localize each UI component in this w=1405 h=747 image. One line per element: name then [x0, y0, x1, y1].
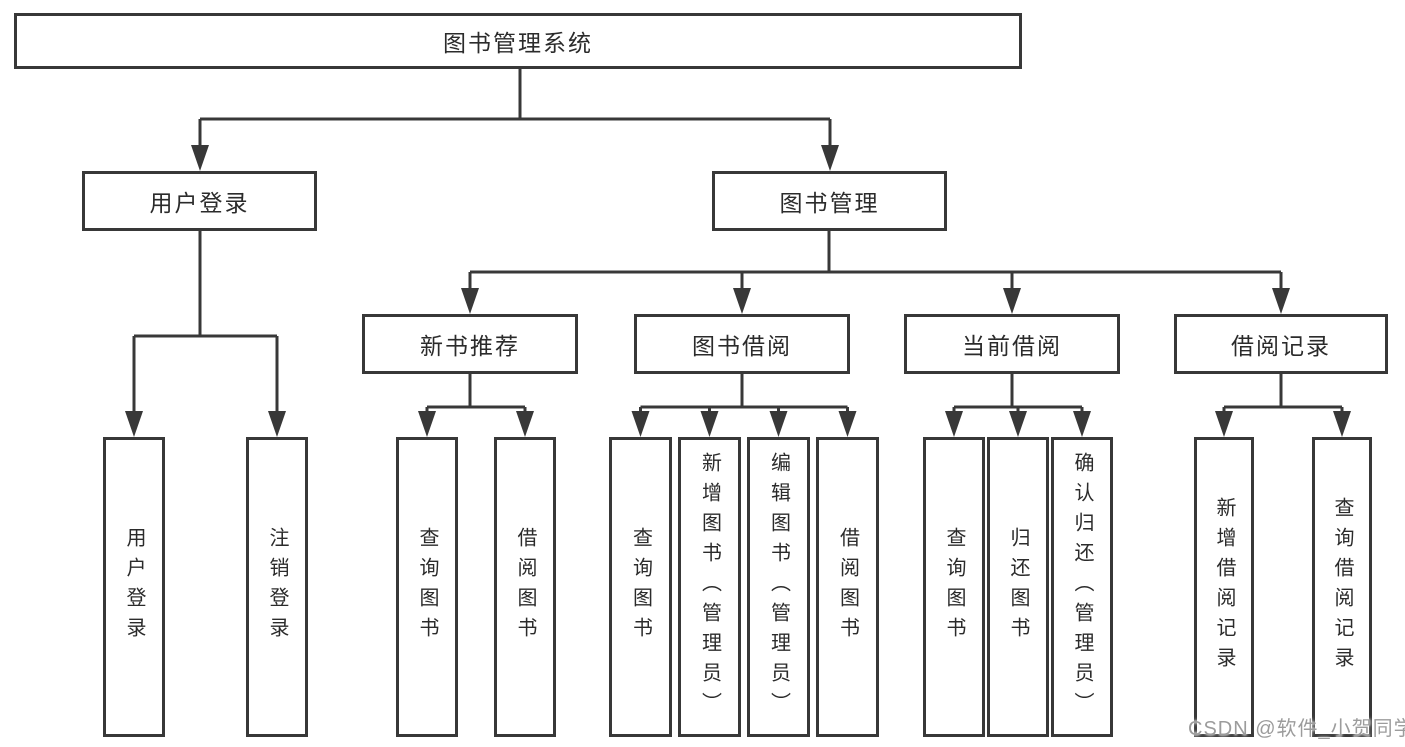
node-label: 归还图书	[1007, 527, 1029, 647]
node-label: 新书推荐	[420, 333, 520, 359]
node-label: 查询图书	[629, 527, 652, 647]
connector	[191, 69, 839, 171]
arrowhead-down-icon	[516, 411, 534, 437]
node-label: 新增借阅记录	[1213, 497, 1235, 677]
arrowhead-down-icon	[1333, 411, 1351, 437]
node-current-borrowing: 当前借阅	[904, 314, 1120, 374]
leaf-query-books-recommend: 查询图书	[396, 437, 458, 737]
leaf-user-login: 用户登录	[103, 437, 165, 737]
node-label: 借阅图书	[514, 527, 536, 647]
node-user-login: 用户登录	[82, 171, 317, 231]
leaf-logout: 注销登录	[246, 437, 308, 737]
node-label: 新增图书（管理员）	[698, 452, 721, 722]
node-label: 借阅记录	[1231, 333, 1331, 359]
node-label: 编辑图书（管理员）	[767, 452, 790, 722]
arrowhead-down-icon	[1272, 288, 1290, 314]
node-label: 查询图书	[416, 527, 438, 647]
arrowhead-down-icon	[461, 288, 479, 314]
arrowhead-down-icon	[945, 411, 963, 437]
leaf-add-books-admin: 新增图书（管理员）	[678, 437, 741, 737]
leaf-return-books: 归还图书	[987, 437, 1049, 737]
leaf-add-borrow-record: 新增借阅记录	[1194, 437, 1254, 737]
arrowhead-down-icon	[821, 145, 839, 171]
arrowhead-down-icon	[125, 411, 143, 437]
node-label: 查询图书	[943, 527, 965, 647]
arrowhead-down-icon	[1003, 288, 1021, 314]
leaf-borrow-books-recommend: 借阅图书	[494, 437, 556, 737]
arrowhead-down-icon	[769, 411, 788, 437]
node-label: 用户登录	[149, 190, 250, 216]
node-label: 借阅图书	[836, 527, 859, 647]
arrowhead-down-icon	[1073, 411, 1091, 437]
arrowhead-down-icon	[191, 145, 209, 171]
node-label: 图书借阅	[692, 333, 792, 359]
node-library-management-system: 图书管理系统	[14, 13, 1022, 69]
node-label: 当前借阅	[962, 333, 1062, 359]
connector	[125, 231, 286, 437]
connector	[945, 374, 1091, 437]
connector	[1215, 374, 1351, 437]
node-label: 确认归还（管理员）	[1071, 452, 1093, 722]
arrowhead-down-icon	[1215, 411, 1233, 437]
node-label: 图书管理系统	[443, 30, 593, 56]
node-label: 图书管理	[779, 190, 880, 216]
arrowhead-down-icon	[418, 411, 436, 437]
node-new-book-recommendation: 新书推荐	[362, 314, 578, 374]
leaf-confirm-return-admin: 确认归还（管理员）	[1051, 437, 1113, 737]
node-label: 用户登录	[123, 527, 145, 647]
arrowhead-down-icon	[838, 411, 857, 437]
arrowhead-down-icon	[1009, 411, 1027, 437]
arrowhead-down-icon	[268, 411, 286, 437]
connector	[418, 374, 534, 437]
leaf-query-books-current: 查询图书	[923, 437, 985, 737]
connector	[461, 231, 1290, 314]
leaf-borrow-books: 借阅图书	[816, 437, 879, 737]
watermark: CSDN @软件_小贺同学	[1188, 718, 1405, 740]
node-label: 注销登录	[266, 527, 288, 647]
leaf-query-borrow-record: 查询借阅记录	[1312, 437, 1372, 737]
arrowhead-down-icon	[733, 288, 751, 314]
connector	[631, 374, 857, 437]
leaf-edit-books-admin: 编辑图书（管理员）	[747, 437, 810, 737]
node-book-borrowing: 图书借阅	[634, 314, 850, 374]
arrowhead-down-icon	[631, 411, 650, 437]
arrowhead-down-icon	[700, 411, 719, 437]
node-borrowing-records: 借阅记录	[1174, 314, 1388, 374]
leaf-query-books-borrow: 查询图书	[609, 437, 672, 737]
node-label: 查询借阅记录	[1331, 497, 1353, 677]
node-book-management: 图书管理	[712, 171, 947, 231]
